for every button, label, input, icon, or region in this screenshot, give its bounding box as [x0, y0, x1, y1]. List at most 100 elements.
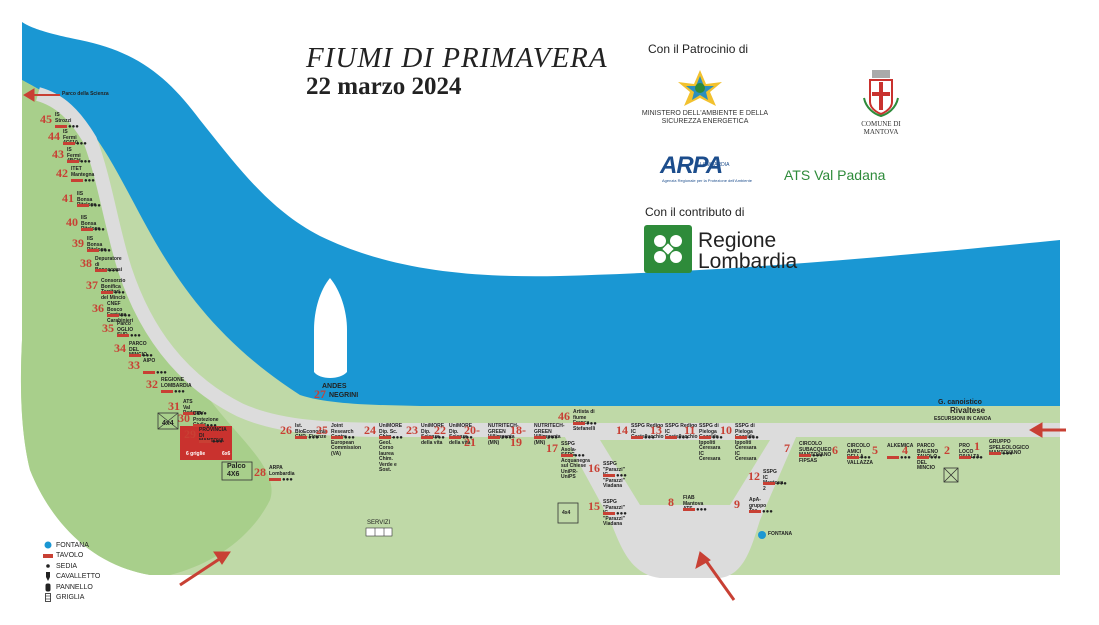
station-number: 41: [62, 191, 74, 205]
chairs-icon: ●●●: [282, 477, 293, 483]
station-number: 29: [184, 427, 196, 441]
chairs-icon: ●●●: [762, 509, 773, 515]
regione-label: Regione Lombardia: [698, 229, 798, 273]
table-icon: [379, 436, 391, 439]
chairs-icon: ●●●: [76, 141, 87, 147]
entrance-arrow-icon: [23, 88, 1066, 601]
station-name: ITET Mantegna: [71, 166, 95, 178]
chairs-icon: ●●●: [100, 248, 111, 254]
river-bank-green: [20, 80, 1060, 575]
station-number: 35: [102, 321, 114, 335]
station-number: 6: [832, 443, 838, 457]
chairs-icon: ●●●: [860, 455, 871, 461]
station-name: Ist. BioEconomia CNR- Firenze: [295, 423, 327, 440]
table-icon: [129, 354, 141, 357]
table-icon: [81, 228, 93, 231]
comune-crest-icon: [863, 70, 899, 118]
station-number: 2: [944, 443, 950, 457]
station-number: 32: [146, 377, 158, 391]
chairs-icon: ●●●: [84, 178, 95, 184]
chairs-icon: ●●●: [678, 435, 689, 441]
table-icon: [799, 454, 811, 457]
table-icon: [887, 456, 899, 459]
table-icon: [449, 436, 461, 439]
table-icon: [71, 179, 83, 182]
patrocinio-label: Con il Patrocinio di: [648, 42, 749, 56]
station-name: NUTRITECH-GREEN Villimpenta (MN): [488, 423, 519, 446]
station-number: 23: [406, 423, 418, 437]
station-number: 14: [616, 423, 628, 437]
regione-logo-icon: [644, 225, 692, 273]
chairs-icon: ●●●: [212, 439, 223, 445]
legend-pannello: PANNELLO: [42, 582, 100, 593]
ats-logo: ATS Val Padana: [784, 167, 886, 183]
canoistico-line2: Rivaltese: [950, 406, 986, 415]
station-name: GRUPPO SPELEOLOGICO MANTOVANO: [989, 439, 1030, 456]
chairs-icon: ●●●: [748, 435, 759, 441]
main-path: [35, 87, 1060, 437]
event-date: 22 marzo 2024: [306, 73, 462, 100]
chairs-icon: ●●●: [130, 333, 141, 339]
station-number: 28: [254, 465, 266, 479]
station-number: 15: [588, 499, 600, 513]
chairs-icon: ●●●: [142, 353, 153, 359]
station-name: ARPA Lombardia: [269, 465, 295, 477]
station-name: UniMORE Dip. Sc. Chim. Geol. Corso laure…: [379, 423, 403, 473]
station-number: 13: [650, 423, 662, 437]
table-icon: [117, 334, 129, 337]
station-name: CIRCOLO SUBACQUEO MANTOVANO FIPSAS: [799, 441, 832, 464]
legend-cavalletto: CAVALLETTO: [42, 572, 100, 583]
station-number: 20-21: [464, 423, 480, 449]
chairs-icon: ●●●: [344, 435, 355, 441]
station-number: 1: [974, 439, 980, 453]
station-number: 4: [902, 443, 908, 457]
table-icon: [631, 436, 643, 439]
chairs-icon: ●●●: [174, 389, 185, 395]
legend-sedia: SEDIA: [42, 561, 100, 572]
chairs-icon: ●●●: [501, 435, 512, 441]
page-title: FIUMI DI PRIMAVERA: [306, 42, 608, 74]
servizi-label: SERVIZI: [367, 520, 391, 526]
chairs-icon: ●●●: [616, 473, 627, 479]
table-icon: [63, 142, 75, 145]
table-icon: [488, 436, 500, 439]
station-name: PROVINCIA DI MANTOVA: [199, 427, 227, 444]
table-icon: [699, 436, 711, 439]
table-icon: [95, 269, 107, 272]
station-number: 42: [56, 166, 68, 180]
station-number: 46: [558, 409, 570, 423]
canoistico-line1: G. canoistico: [938, 399, 982, 406]
table-icon: [77, 204, 89, 207]
table-icon: [193, 424, 205, 427]
table-icon: [101, 291, 113, 294]
chairs-icon: ●●●: [712, 435, 723, 441]
table-icon: [534, 436, 546, 439]
chairs-icon: ●●●: [616, 511, 627, 517]
parco-scienza-label: Parco della Scienza: [62, 91, 109, 97]
legend-griglia: GRIGLIA: [42, 593, 100, 604]
area-6x6-label: 6x6: [222, 451, 231, 457]
table-icon: [143, 371, 155, 374]
station-name: AIPO: [143, 358, 156, 364]
table-icon: [603, 474, 615, 477]
box-4x4-center-label: 4x4: [562, 510, 571, 516]
table-icon: [735, 436, 747, 439]
chairs-icon: ●●●: [930, 455, 941, 461]
station-number: 9: [734, 497, 740, 511]
provincia-area: [180, 426, 232, 460]
chairs-icon: ●●●: [156, 370, 167, 376]
chairs-icon: ●●●: [547, 435, 558, 441]
box-4x4-center: [557, 502, 579, 524]
chairs-icon: ●●●: [94, 227, 105, 233]
legend: FONTANA TAVOLO SEDIA CAVALLETTO PANNELLO…: [42, 540, 100, 603]
station-number: 26: [280, 423, 292, 437]
comune-label: COMUNE DI MANTOVA: [861, 120, 901, 136]
table-icon: [87, 249, 99, 252]
station-name: ALKEMICA: [887, 443, 914, 449]
table-icon: [161, 390, 173, 393]
chairs-icon: ●●●: [1002, 451, 1013, 457]
chairs-icon: ●●●: [114, 290, 125, 296]
palco-size-label: 4X6: [227, 471, 240, 478]
station-name: SSPG Asola- SSPG Acquanegra sul Chiese U…: [561, 441, 590, 480]
